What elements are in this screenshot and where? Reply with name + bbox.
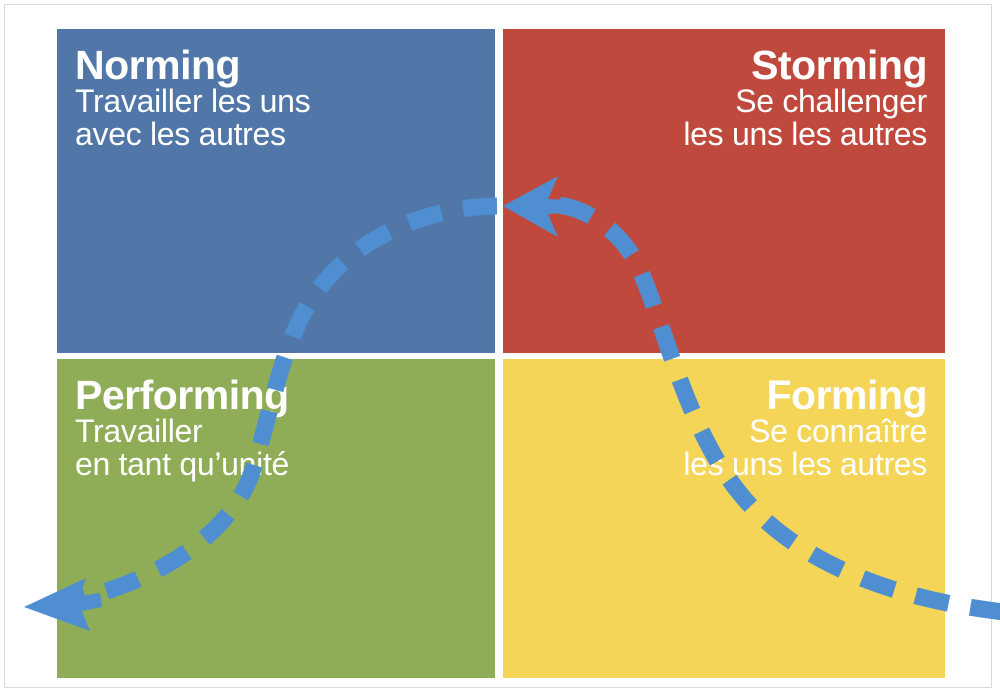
quadrant-storming-desc-line-2: les uns les autres [683,116,927,153]
quadrant-storming-title: Storming [751,42,927,88]
quadrant-storming[interactable]: Storming Se challenger les uns les autre… [503,29,945,353]
quadrant-performing-title: Performing [75,372,289,418]
quadrant-forming[interactable]: Forming Se connaître les uns les autres [503,359,945,678]
quadrant-storming-desc-line-1: Se challenger [735,83,927,120]
quadrant-norming[interactable]: Norming Travailler les uns avec les autr… [57,29,495,353]
quadrant-forming-description: Se connaître les uns les autres [521,413,927,483]
quadrant-grid: Norming Travailler les uns avec les autr… [57,29,945,678]
quadrant-norming-description: Travailler les uns avec les autres [75,83,477,153]
quadrant-norming-title: Norming [75,42,241,88]
quadrant-forming-title: Forming [766,372,928,418]
quadrant-forming-desc-line-2: les uns les autres [683,446,927,483]
quadrant-performing-desc-line-1: Travailler [75,413,203,450]
quadrant-forming-desc-line-1: Se connaître [749,413,927,450]
quadrant-performing[interactable]: Performing Travailler en tant qu’unité [57,359,495,678]
quadrant-storming-description: Se challenger les uns les autres [521,83,927,153]
quadrant-performing-desc-line-2: en tant qu’unité [75,446,290,483]
quadrant-performing-description: Travailler en tant qu’unité [75,413,477,483]
quadrant-norming-desc-line-2: avec les autres [75,116,286,153]
quadrant-norming-desc-line-1: Travailler les uns [75,83,311,120]
